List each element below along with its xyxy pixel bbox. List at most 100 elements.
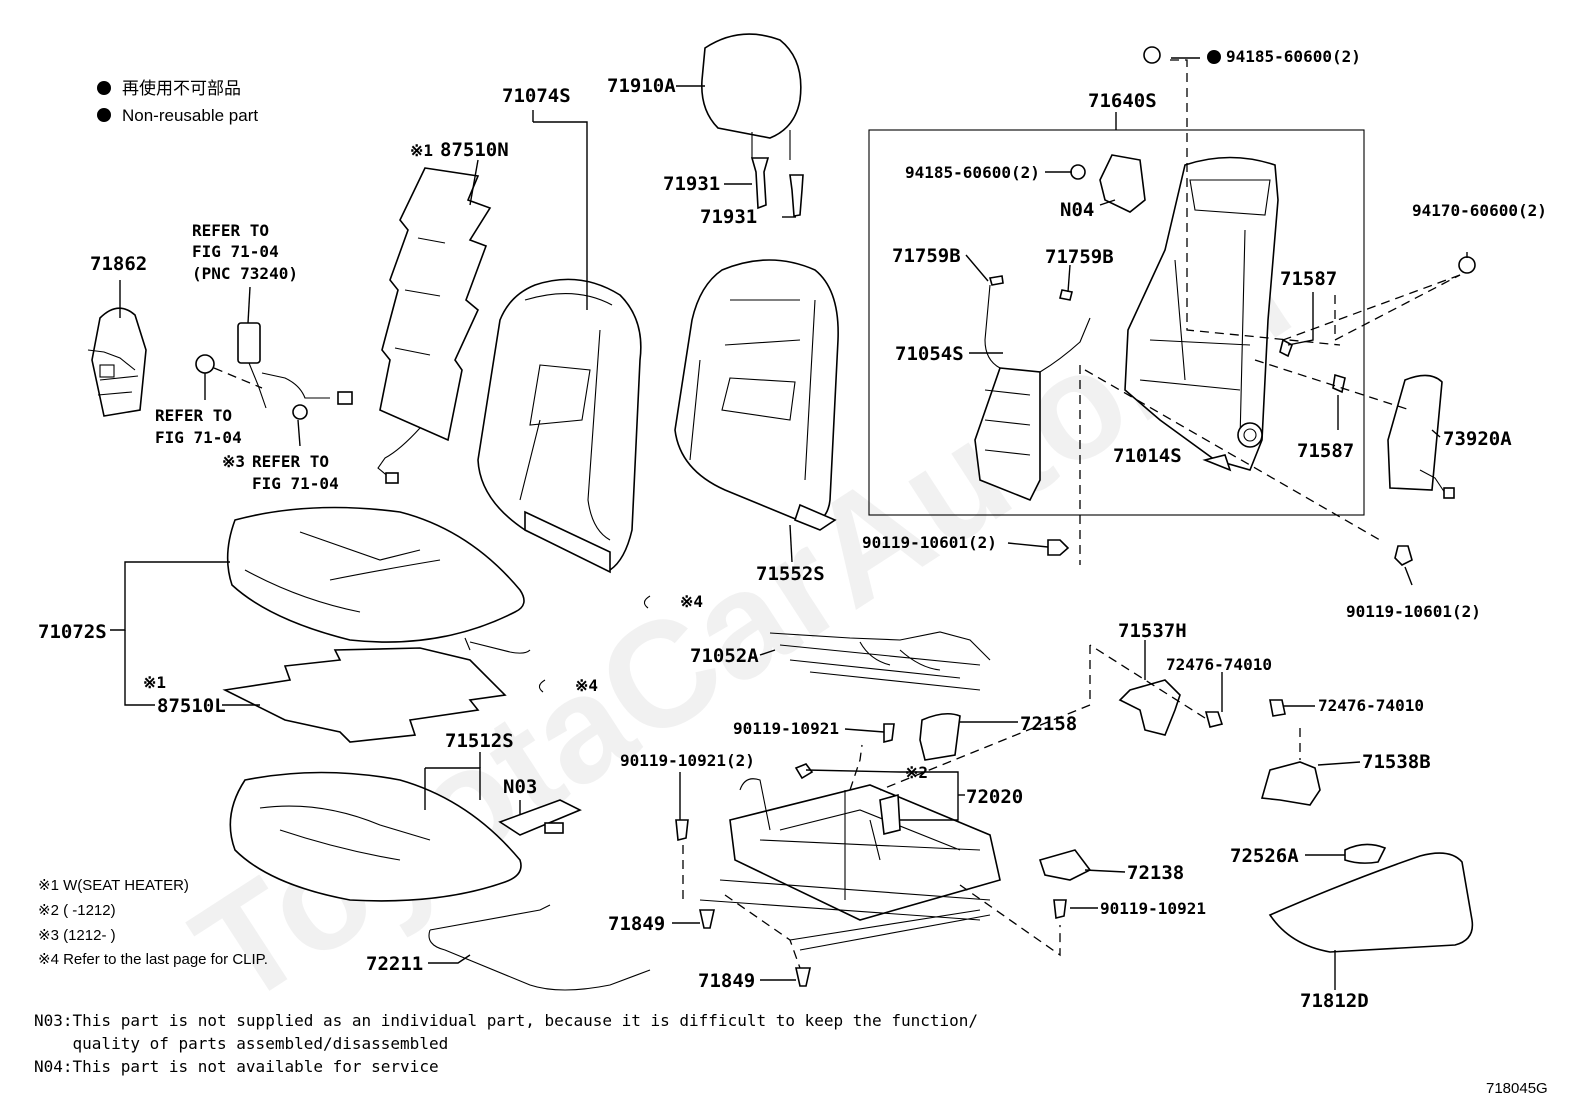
refer1-line3: (PNC 73240) bbox=[192, 264, 298, 283]
label-87510N: 87510N bbox=[440, 139, 509, 161]
part-71512S-drawing bbox=[229, 771, 522, 902]
label-94170: 94170-60600(2) bbox=[1412, 201, 1547, 220]
label-71931-a: 71931 bbox=[663, 173, 720, 195]
legend: 再使用不可部品 Non-reusable part bbox=[97, 78, 258, 125]
refer2-line2: FIG 71-04 bbox=[155, 428, 242, 447]
clip-icon bbox=[643, 595, 651, 609]
part-71862-drawing bbox=[87, 307, 147, 417]
label-mark2: ※2 bbox=[905, 763, 928, 782]
label-71587-b: 71587 bbox=[1297, 440, 1354, 462]
footnotes: N03:This part is not supplied as an indi… bbox=[34, 1011, 978, 1076]
part-N04-drawing bbox=[1070, 154, 1146, 213]
label-87510L: 87510L bbox=[157, 695, 226, 717]
part-71910A-drawing bbox=[701, 33, 802, 160]
footnote-n04: N04:This part is not available for servi… bbox=[34, 1057, 439, 1076]
refer3-mark: ※3 bbox=[222, 452, 245, 471]
refer1-line2: FIG 71-04 bbox=[192, 242, 279, 261]
label-71849-a: 71849 bbox=[608, 913, 665, 935]
refer3-line2: FIG 71-04 bbox=[252, 474, 339, 493]
label-71862: 71862 bbox=[90, 253, 147, 275]
part-71014S-drawing bbox=[1124, 156, 1279, 472]
seat-belt-buckle-drawing bbox=[195, 322, 353, 420]
label-72158: 72158 bbox=[1020, 713, 1077, 735]
label-71052A: 71052A bbox=[690, 645, 759, 667]
figure-id: 718045G bbox=[1486, 1080, 1548, 1097]
label-71759B-a: 71759B bbox=[892, 245, 961, 267]
note-4: ※4 Refer to the last page for CLIP. bbox=[38, 951, 268, 968]
part-87510L-drawing bbox=[222, 637, 531, 743]
part-71052A-drawing bbox=[769, 631, 991, 691]
label-73920A: 73920A bbox=[1443, 428, 1512, 450]
part-N03-drawing bbox=[498, 799, 582, 836]
label-72020: 72020 bbox=[966, 786, 1023, 808]
label-94185-inner: 94185-60600(2) bbox=[905, 163, 1040, 182]
label-clip4-a: ※4 bbox=[680, 592, 703, 611]
dashed-guides bbox=[682, 59, 1461, 969]
refer1-line1: REFER TO bbox=[192, 221, 269, 240]
label-71512S: 71512S bbox=[445, 730, 514, 752]
label-90119-10921-a: 90119-10921 bbox=[733, 719, 839, 738]
label-clip4-b: ※4 bbox=[575, 676, 598, 695]
label-71054S: 71054S bbox=[895, 343, 964, 365]
part-71054S-drawing bbox=[974, 284, 1091, 502]
note-1: ※1 W(SEAT HEATER) bbox=[38, 877, 189, 894]
refer2-line1: REFER TO bbox=[155, 406, 232, 425]
part-71759B-drawing bbox=[988, 275, 1073, 301]
part-72138-drawing bbox=[1038, 849, 1092, 881]
part-72211-drawing bbox=[428, 904, 651, 991]
label-71538B: 71538B bbox=[1362, 751, 1431, 773]
label-71910A: 71910A bbox=[607, 75, 676, 97]
label-71537H: 71537H bbox=[1118, 620, 1187, 642]
label-71849-b: 71849 bbox=[698, 970, 755, 992]
part-71812D-drawing bbox=[1268, 852, 1474, 953]
label-72476-a: 72476-74010 bbox=[1166, 655, 1272, 674]
label-71072S: 71072S bbox=[38, 621, 107, 643]
label-71812D: 71812D bbox=[1300, 990, 1369, 1012]
label-90119-10921-2: 90119-10921(2) bbox=[620, 751, 755, 770]
legend-en: Non-reusable part bbox=[122, 106, 258, 125]
part-87510N-drawing bbox=[377, 167, 492, 484]
label-94185-top: 94185-60600(2) bbox=[1226, 47, 1361, 66]
label-90119-10601-a: 90119-10601(2) bbox=[862, 533, 997, 552]
label-72211: 72211 bbox=[366, 953, 423, 975]
label-N04: N04 bbox=[1060, 199, 1094, 221]
label-90119-10921-b: 90119-10921 bbox=[1100, 899, 1206, 918]
non-reusable-icon bbox=[1207, 50, 1221, 64]
part-labels: 71074S ※1 87510N 71910A 71931 71931 7164… bbox=[38, 47, 1547, 1012]
part-72020-drawing bbox=[699, 778, 1001, 951]
label-71759B-b: 71759B bbox=[1045, 246, 1114, 268]
label-71640S: 71640S bbox=[1088, 90, 1157, 112]
label-72526A: 72526A bbox=[1230, 845, 1299, 867]
part-71072S-drawing bbox=[226, 506, 525, 643]
label-N03: N03 bbox=[503, 776, 537, 798]
label-71074S: 71074S bbox=[502, 85, 571, 107]
label-72476-b: 72476-74010 bbox=[1318, 696, 1424, 715]
part-71931-drawing bbox=[750, 157, 804, 217]
footnote-n03-line1: N03:This part is not supplied as an indi… bbox=[34, 1011, 978, 1030]
label-71552S: 71552S bbox=[756, 563, 825, 585]
label-71587-a: 71587 bbox=[1280, 268, 1337, 290]
label-90119-10601-b: 90119-10601(2) bbox=[1346, 602, 1481, 621]
note-2: ※2 ( -1212) bbox=[38, 902, 116, 919]
fastener-drawings bbox=[675, 46, 1476, 987]
footnote-n03-line2: quality of parts assembled/disassembled bbox=[34, 1034, 448, 1053]
part-72526A-drawing bbox=[1344, 843, 1387, 864]
label-87510L-mark: ※1 bbox=[143, 673, 166, 692]
part-71537H-drawing bbox=[1118, 679, 1181, 736]
leader-lines bbox=[110, 57, 1468, 990]
part-71552S-drawing bbox=[674, 259, 839, 531]
legend-jp: 再使用不可部品 bbox=[122, 78, 241, 98]
clip-icon bbox=[538, 679, 546, 693]
notes: ※1 W(SEAT HEATER) ※2 ( -1212) ※3 (1212- … bbox=[38, 877, 268, 968]
label-72138: 72138 bbox=[1127, 862, 1184, 884]
label-71931-b: 71931 bbox=[700, 206, 757, 228]
note-3: ※3 (1212- ) bbox=[38, 927, 116, 944]
refer3-line1: REFER TO bbox=[252, 452, 329, 471]
part-71074S-drawing bbox=[477, 278, 642, 574]
label-87510N-mark: ※1 bbox=[410, 141, 433, 160]
part-72158-drawing bbox=[919, 712, 961, 761]
label-71014S: 71014S bbox=[1113, 445, 1182, 467]
part-73920A-drawing bbox=[1387, 374, 1455, 499]
